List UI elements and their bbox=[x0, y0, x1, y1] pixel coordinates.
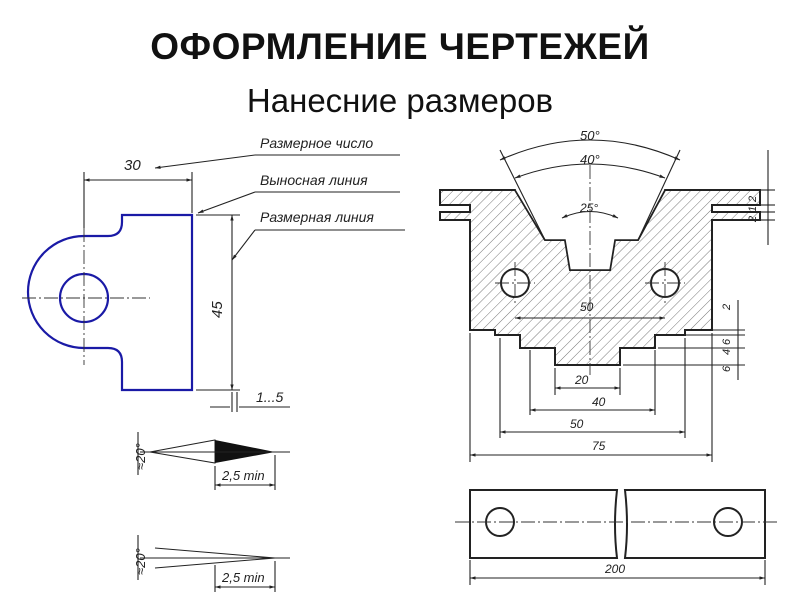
dim-label-right-2a: 2 bbox=[747, 196, 759, 203]
dim-label-right-2b: 2 bbox=[747, 216, 759, 223]
dim-label-right-6a: 6 bbox=[721, 338, 733, 345]
callout-dimension-number: Размерное число bbox=[260, 135, 373, 151]
dim-label-45: 45 bbox=[209, 301, 226, 318]
arrow-example-1-angle: ≈20° bbox=[133, 443, 148, 470]
dim-label-right-6b: 6 bbox=[721, 365, 733, 372]
slide-title: ОФОРМЛЕНИЕ ЧЕРТЕЖЕЙ bbox=[150, 26, 650, 67]
slide-subtitle: Нанесние размеров bbox=[246, 82, 554, 119]
dim-label-200: 200 bbox=[604, 562, 625, 576]
arrow-example-1-length: 2,5 min bbox=[221, 468, 265, 483]
dim-label-50-inner: 50 bbox=[580, 300, 594, 314]
dim-label-30: 30 bbox=[124, 157, 141, 174]
angle-label-40: 40° bbox=[580, 152, 600, 167]
dim-label-right-1: 1 bbox=[747, 206, 759, 212]
dim-label-right-4: 4 bbox=[721, 349, 733, 355]
left-part-drawing: 30 45 1...5 Размерное число Выносная лин… bbox=[22, 135, 405, 412]
dim-label-20: 20 bbox=[574, 373, 589, 387]
dim-label-40: 40 bbox=[592, 395, 606, 409]
angle-label-50: 50° bbox=[580, 128, 600, 143]
arrow-example-2: ≈20° 2,5 min bbox=[133, 535, 290, 592]
callout-extension-line: Выносная линия bbox=[260, 172, 368, 188]
part-outline bbox=[26, 213, 194, 392]
angle-label-25: 25° bbox=[579, 201, 598, 215]
dim-label-75: 75 bbox=[592, 439, 606, 453]
arrow-example-2-length: 2,5 min bbox=[221, 570, 265, 585]
right-part-drawing: 50° 40° 25° 50 20 40 50 75 bbox=[439, 128, 775, 462]
arrow-example-2-angle: ≈20° bbox=[133, 548, 148, 575]
arrow-example-1: ≈20° 2,5 min bbox=[133, 432, 290, 490]
dim-label-50-outer: 50 bbox=[570, 417, 584, 431]
callout-dimension-line: Размерная линия bbox=[260, 209, 374, 225]
dim-label-gap: 1...5 bbox=[256, 389, 283, 405]
dim-label-right-2c: 2 bbox=[721, 304, 733, 311]
plan-view: 200 bbox=[455, 489, 780, 585]
